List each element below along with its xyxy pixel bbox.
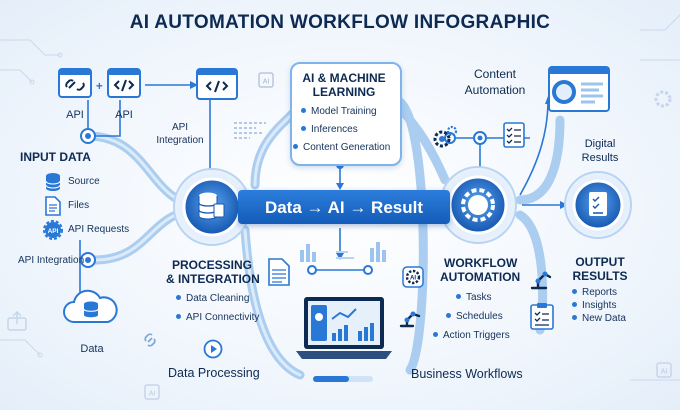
faint-ai-chip-icon: AI [656, 362, 672, 378]
cloud-database-icon [63, 289, 118, 323]
workflow-item-action-triggers: Action Triggers [433, 331, 510, 341]
chain-link-icon [144, 333, 156, 347]
api-label-2: API [115, 109, 133, 121]
banner-text: Data → AI → Result [264, 198, 424, 217]
file-icon [45, 196, 61, 216]
processing-heading-line1: PROCESSING [172, 258, 253, 272]
robot-arm-icon [399, 311, 421, 328]
svg-text:AI: AI [149, 391, 156, 398]
ai-ml-item-model-training: Model Training [301, 107, 377, 117]
processing-hub [173, 168, 251, 246]
api-gear-icon: API [43, 220, 63, 240]
ai-ml-heading-line2: LEARNING [312, 85, 376, 99]
progress-fill [313, 376, 349, 382]
input-item-files: Files [68, 200, 90, 211]
clipboard-icon [530, 303, 554, 330]
link-window-icon [58, 68, 92, 98]
ai-gear-badge-icon: AI [402, 266, 424, 288]
workflow-heading-line2: AUTOMATION [440, 270, 521, 284]
workflow-hub [439, 166, 517, 244]
ai-chip-icon: AI [258, 72, 274, 88]
content-automation-line2: Automation [464, 83, 526, 97]
faint-gear-icon [654, 90, 672, 108]
svg-text:AI: AI [410, 276, 416, 282]
api-label-1: API [66, 109, 84, 121]
processing-item-data-cleaning: Data Cleaning [176, 294, 249, 304]
input-item-source: Source [68, 176, 100, 187]
ai-ml-item-inferences: Inferences [301, 125, 358, 135]
output-hub [564, 171, 632, 239]
plus-sign: + [96, 81, 103, 93]
faint-ai-chip-icon-2: AI [144, 384, 160, 400]
dashboard-window-icon [548, 66, 610, 112]
digital-results-line2: Results [581, 152, 619, 164]
input-data-heading: INPUT DATA [20, 150, 91, 164]
output-item-new-data: New Data [572, 314, 626, 324]
processing-heading-line2: & INTEGRATION [166, 272, 260, 286]
output-item-insights: Insights [572, 301, 616, 311]
circuit-decoration [0, 14, 680, 381]
page-title: AI AUTOMATION WORKFLOW INFOGRAPHIC [129, 12, 551, 33]
robot-arm-icon-2 [530, 271, 552, 290]
input-item-api-requests: API Requests [68, 224, 130, 235]
svg-text:API: API [48, 228, 59, 235]
output-item-reports: Reports [572, 288, 617, 298]
integration-window-icon [196, 68, 238, 100]
workflow-item-schedules: Schedules [446, 312, 503, 322]
api-integration-label: API Integration [18, 255, 85, 266]
processing-item-api-connectivity: API Connectivity [176, 313, 259, 323]
data-ai-result-banner: Data → AI → Result [238, 190, 450, 224]
document-icon [268, 258, 290, 286]
gears-icon [433, 125, 458, 148]
output-heading-line1: OUTPUT [575, 255, 625, 269]
svg-text:AI: AI [661, 369, 668, 376]
faint-upload-icon [7, 310, 27, 331]
progress-track [313, 376, 373, 382]
data-processing-label: Data Processing [168, 366, 260, 380]
ai-ml-heading-line1: AI & MACHINE [302, 71, 386, 85]
digital-results-line1: Digital [584, 138, 616, 150]
ai-ml-item-content-generation: Content Generation [293, 143, 390, 153]
play-icon [203, 339, 223, 359]
checklist-icon [503, 122, 525, 148]
api-integration-top-label: API Integration [156, 122, 204, 146]
mini-bar-charts-icon [300, 242, 386, 262]
data-lines-icon [234, 122, 266, 139]
content-automation-line1: Content [473, 67, 517, 81]
code-window-icon [107, 68, 141, 98]
workflow-item-tasks: Tasks [456, 293, 492, 303]
svg-text:AI: AI [263, 79, 270, 86]
laptop-dashboard-icon [296, 297, 392, 359]
business-workflows-label: Business Workflows [411, 367, 523, 381]
workflow-heading-line1: WORKFLOW [444, 256, 518, 270]
data-label: Data [80, 343, 104, 355]
output-heading-line2: RESULTS [572, 269, 628, 283]
database-icon [45, 173, 61, 191]
